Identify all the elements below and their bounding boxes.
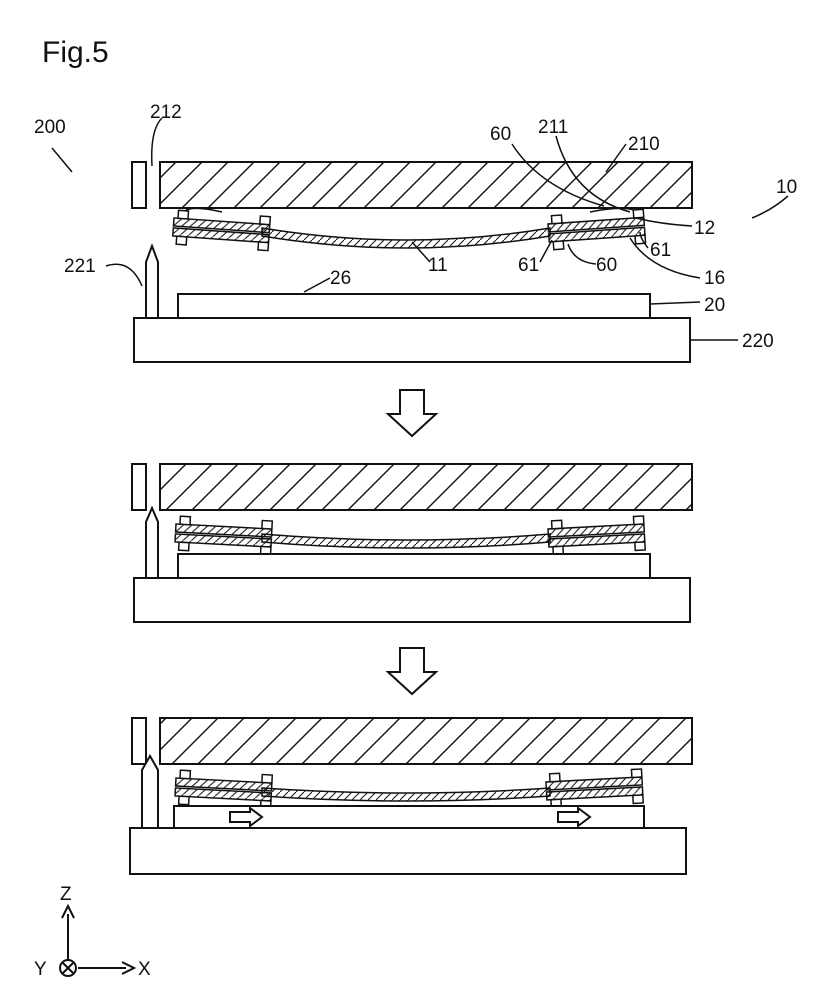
left-clamp-assembly [172, 210, 270, 251]
label-61-left: 61 [518, 255, 539, 276]
label-11: 11 [428, 255, 448, 276]
left-clamp-assembly [175, 516, 273, 555]
leader-60-bottom [568, 244, 596, 264]
label-220: 220 [742, 331, 774, 352]
leader-61-left [540, 240, 552, 262]
label-200: 200 [34, 117, 66, 138]
label-16: 16 [704, 268, 725, 289]
guide-post-212 [132, 718, 146, 764]
figure-title: Fig.5 [42, 36, 109, 69]
lift-pin-221 [146, 508, 158, 578]
leader-221 [106, 264, 142, 286]
right-clamp-assembly [547, 209, 645, 250]
upper-plate-210 [160, 464, 692, 510]
panel-shifted-state [130, 718, 692, 874]
substrate-20 [178, 294, 650, 318]
right-clamp-assembly [546, 769, 644, 808]
label-60-bottom: 60 [596, 255, 617, 276]
leader-26 [304, 278, 330, 292]
stage-220 [134, 578, 690, 622]
stage-220 [130, 828, 686, 874]
leader-10 [752, 196, 788, 218]
label-20: 20 [704, 295, 725, 316]
label-212: 212 [150, 102, 182, 123]
guide-post-212 [132, 464, 146, 510]
membrane-11 [262, 788, 550, 801]
label-211: 211 [538, 117, 568, 138]
guide-post-212 [132, 162, 146, 208]
panel-lowered-state [132, 464, 692, 622]
membrane-11 [262, 534, 550, 548]
membrane-11 [262, 228, 550, 248]
upper-plate-210 [160, 162, 692, 208]
label-61-right: 61 [650, 240, 671, 261]
left-clamp-assembly [175, 770, 273, 809]
lift-pin-221 [142, 756, 158, 828]
label-210: 210 [628, 134, 660, 155]
upper-plate-210 [160, 718, 692, 764]
process-arrow-2 [388, 648, 436, 694]
label-10: 10 [776, 177, 797, 198]
label-60-top: 60 [490, 124, 511, 145]
process-arrow-1 [388, 390, 436, 436]
leader-200 [52, 148, 72, 172]
substrate-20 [178, 554, 650, 578]
label-221: 221 [64, 256, 96, 277]
lift-pin-221 [146, 246, 158, 318]
panel-initial-state: 200 212 60 211 210 10 12 221 26 11 61 60… [34, 102, 797, 362]
coordinate-axes: Z Y X [34, 884, 151, 980]
leader-20 [650, 302, 700, 304]
label-12: 12 [694, 218, 715, 239]
x-axis-label: X [138, 959, 151, 980]
label-26: 26 [330, 268, 351, 289]
y-axis-label: Y [34, 959, 47, 980]
right-clamp-assembly [548, 516, 646, 555]
stage-220 [134, 318, 690, 362]
z-axis-label: Z [60, 884, 72, 905]
leader-212 [152, 118, 162, 166]
